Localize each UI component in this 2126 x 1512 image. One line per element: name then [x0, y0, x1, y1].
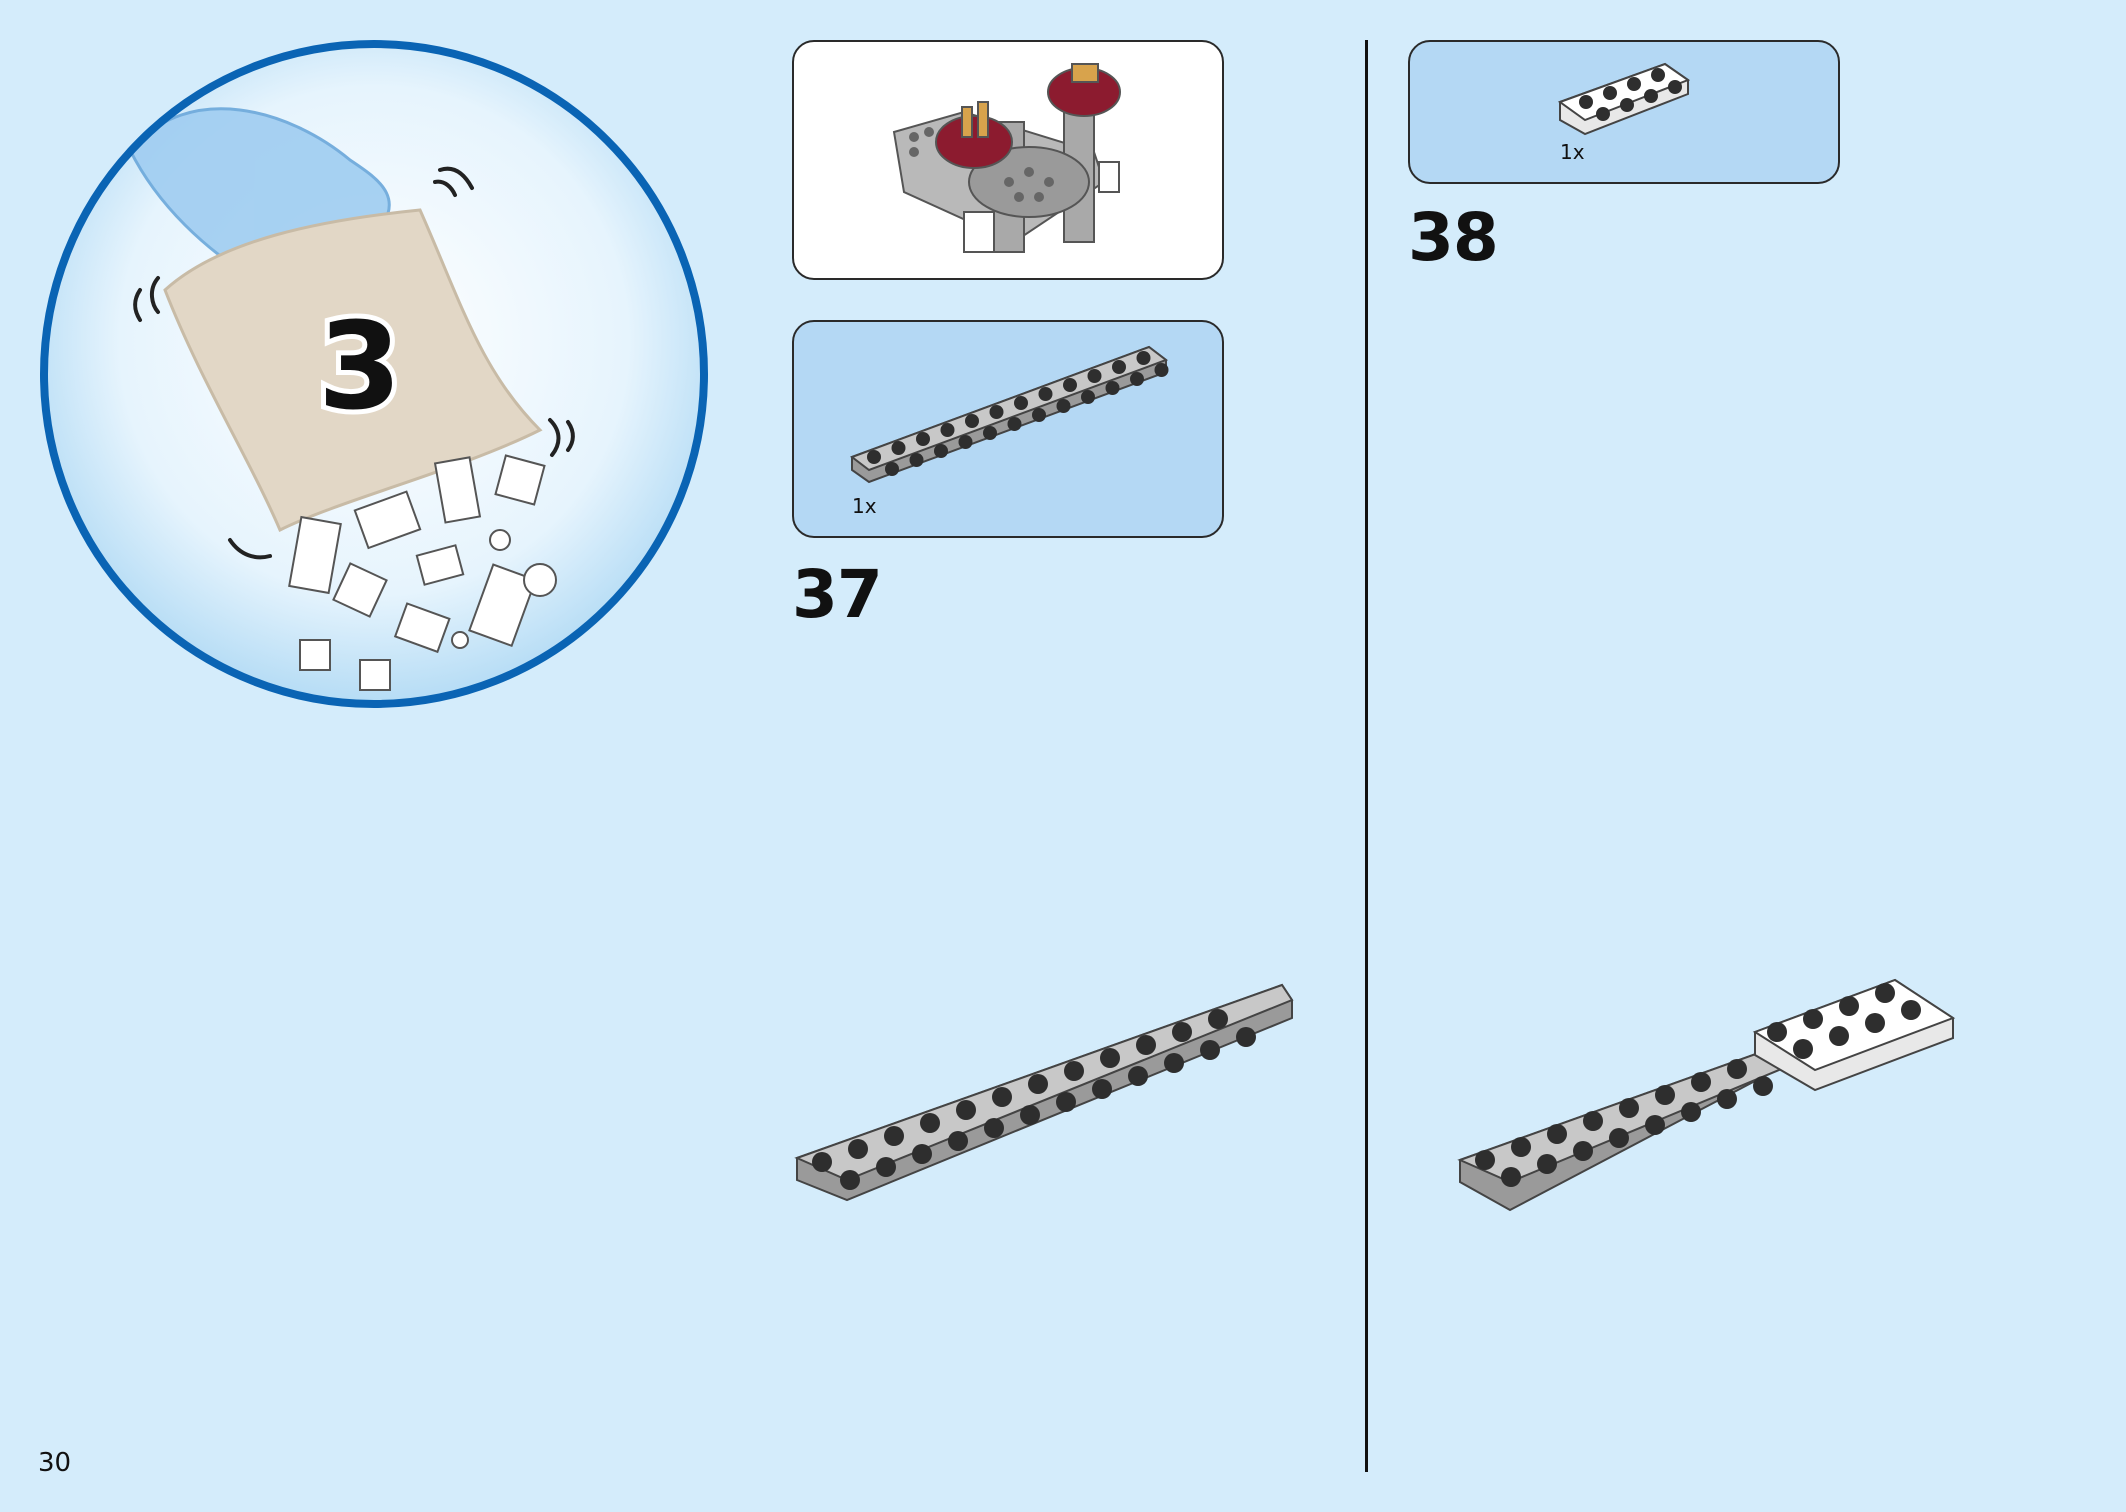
stud	[958, 435, 973, 449]
stud	[1028, 1074, 1048, 1094]
stud	[1056, 1092, 1076, 1112]
stud	[1583, 1111, 1603, 1131]
stud	[1164, 1053, 1184, 1073]
stud	[1136, 1035, 1156, 1055]
stud	[1032, 408, 1046, 422]
stud	[1208, 1009, 1228, 1029]
stud	[1200, 1040, 1220, 1060]
stud	[1537, 1154, 1557, 1174]
stud	[1128, 1066, 1148, 1086]
stud	[1865, 1013, 1885, 1033]
step-37-number: 37	[792, 556, 883, 633]
step-38-parts-callout: 1x	[1408, 40, 1840, 184]
stud	[1475, 1150, 1495, 1170]
stud	[965, 414, 979, 428]
stud	[812, 1152, 832, 1172]
stud	[876, 1157, 896, 1177]
stud	[1064, 1061, 1084, 1081]
stud	[920, 1113, 940, 1133]
stud	[1087, 369, 1102, 383]
stud	[1547, 1124, 1567, 1144]
stud	[1081, 390, 1095, 404]
stud	[1063, 378, 1077, 392]
stud	[891, 441, 906, 455]
stud	[1691, 1072, 1711, 1092]
stud	[1901, 1000, 1921, 1020]
stud	[948, 1131, 968, 1151]
stud	[934, 444, 948, 458]
bag-open-callout: 3	[40, 40, 708, 708]
step-37-build-illustration	[794, 983, 1294, 1202]
bag-illustration	[40, 40, 708, 708]
stud	[1717, 1089, 1737, 1109]
stud	[1092, 1079, 1112, 1099]
stud	[1609, 1128, 1629, 1148]
stud	[983, 426, 997, 440]
plate-2x12-dark-gray-icon	[849, 345, 1169, 484]
stud	[885, 462, 899, 476]
stud	[1793, 1039, 1813, 1059]
stud	[1100, 1048, 1120, 1068]
stud	[1056, 399, 1071, 413]
stud	[1038, 387, 1053, 401]
stud	[1136, 351, 1151, 365]
stud	[1803, 1009, 1823, 1029]
stud	[867, 450, 881, 464]
stud	[956, 1100, 976, 1120]
stud	[992, 1087, 1012, 1107]
stud	[840, 1170, 860, 1190]
column-divider	[1365, 40, 1368, 1472]
assembled-model-icon	[892, 63, 1121, 253]
stud	[1105, 381, 1120, 395]
stud	[1681, 1102, 1701, 1122]
stud	[912, 1144, 932, 1164]
stud	[1130, 372, 1144, 386]
stud	[1839, 996, 1859, 1016]
step-38-number: 38	[1408, 199, 1499, 276]
stud	[1172, 1022, 1192, 1042]
stud	[916, 432, 930, 446]
stud	[1753, 1076, 1773, 1096]
stud	[1727, 1059, 1747, 1079]
step-37-part-qty: 1x	[852, 494, 877, 518]
stud	[1154, 363, 1169, 377]
step-37-parts-callout: 1x	[792, 320, 1224, 538]
stud	[884, 1126, 904, 1146]
preview-box	[792, 40, 1224, 280]
page-number: 30	[38, 1448, 72, 1478]
step-38-part-qty: 1x	[1560, 140, 1585, 164]
stud	[1007, 417, 1022, 431]
step-38-build-illustration	[1457, 978, 1956, 1212]
stud	[984, 1118, 1004, 1138]
stud	[848, 1139, 868, 1159]
stud	[1645, 1115, 1665, 1135]
stud	[909, 453, 924, 467]
stud	[1655, 1085, 1675, 1105]
stud	[1875, 983, 1895, 1003]
stud	[1236, 1027, 1256, 1047]
stud	[1014, 396, 1028, 410]
stud	[1020, 1105, 1040, 1125]
plate-2x4-white-icon	[1557, 62, 1691, 136]
bag-number: 3	[313, 298, 406, 437]
stud	[1573, 1141, 1593, 1161]
stud	[940, 423, 955, 437]
stud	[1112, 360, 1126, 374]
stud	[1829, 1026, 1849, 1046]
stud	[1501, 1167, 1521, 1187]
stud	[1511, 1137, 1531, 1157]
stud	[1767, 1022, 1787, 1042]
stud	[1619, 1098, 1639, 1118]
stud	[989, 405, 1004, 419]
